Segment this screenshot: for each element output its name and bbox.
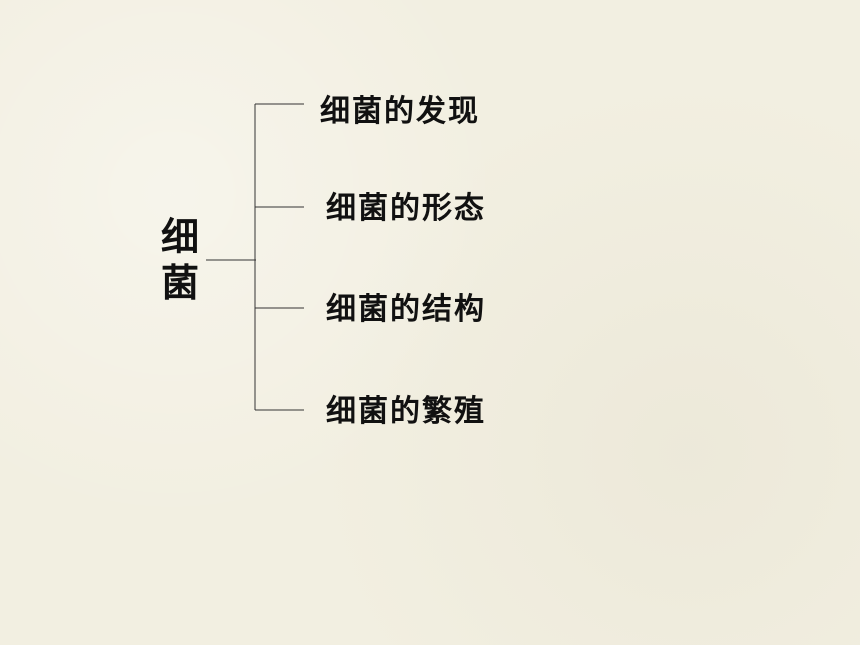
branch-discovery: 细菌的发现: [320, 94, 480, 129]
root-title: 细 菌: [156, 214, 204, 306]
root-title-char-1: 细: [160, 214, 199, 259]
branch-morphology: 细菌的形态: [326, 191, 486, 226]
root-title-char-2: 菌: [160, 260, 199, 305]
branch-reproduction: 细菌的繁殖: [326, 394, 486, 429]
branch-structure: 细菌的结构: [326, 292, 486, 327]
